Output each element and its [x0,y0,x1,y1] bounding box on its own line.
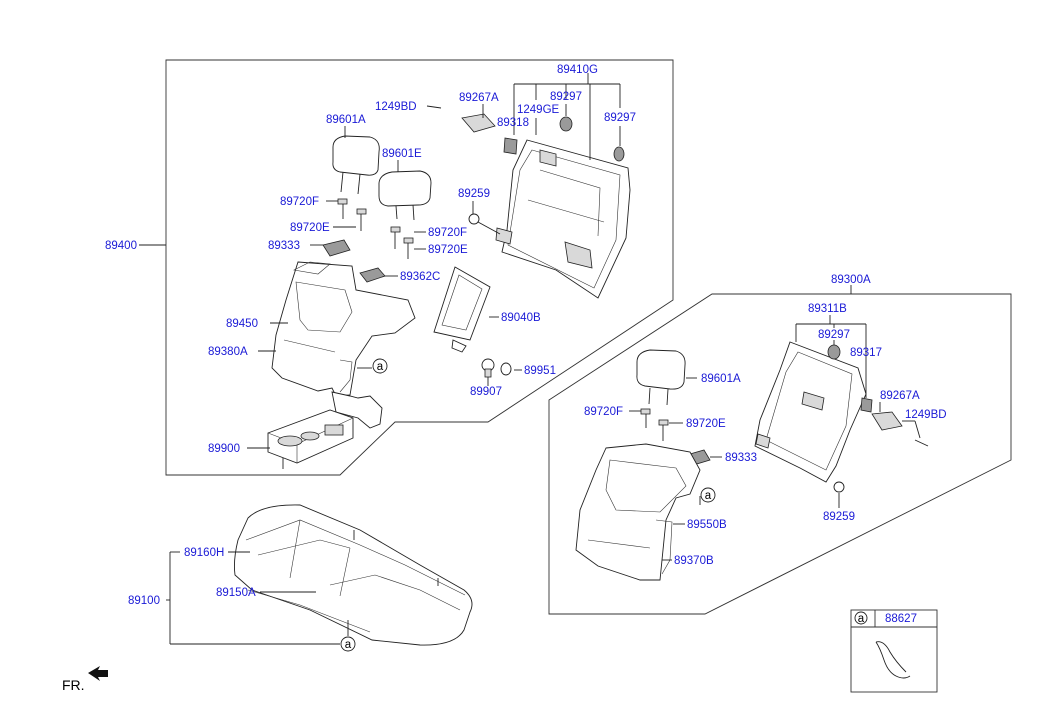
armrest-89900 [267,409,354,469]
seatback-89370b [575,443,701,581]
label-89550b: 89550B [687,519,727,531]
seatback-frame-89410g [495,139,631,299]
ref-marker-a-inset [854,611,868,625]
cap-89259-right [833,481,845,493]
label-89333-right: 89333 [725,452,757,464]
label-89720e-c: 89720E [686,418,726,430]
marker-a-cushion-text: a [345,639,352,651]
label-89297-a: 89297 [550,91,582,103]
cover-89362c [359,267,386,283]
guide-pins-left [337,198,414,259]
bezel-89333-left [322,239,351,257]
headrest-89601a-left [332,135,380,195]
label-89601a-right: 89601A [701,373,741,385]
label-89720f-b: 89720F [428,227,467,239]
label-1249bd-right: 1249BD [905,409,947,421]
right-group-frame [548,293,1012,615]
marker-a-upper-text: a [377,361,384,373]
label-89907: 89907 [470,386,502,398]
ref-marker-a-cushion [340,636,356,652]
headrest-89601e [378,170,432,221]
label-89100: 89100 [128,595,160,607]
bracket-89040b [433,266,491,353]
cap-89259-left [468,213,480,225]
leaders-upper-left [139,73,621,449]
label-89040b: 89040B [501,312,541,324]
wire-88627-b [875,641,907,673]
label-89333-left: 89333 [268,240,300,252]
label-89900: 89900 [208,443,240,455]
label-1249bd-left: 1249BD [375,101,417,113]
label-89317: 89317 [850,347,882,359]
label-89318: 89318 [497,117,529,129]
marker-a-right-text: a [705,490,712,502]
label-89720f-a: 89720F [280,196,319,208]
cover-89267a-right [871,411,903,431]
latch-89318 [503,137,518,155]
fastener-89907 [481,358,495,378]
inset-88627-frame [850,609,938,693]
label-89370b: 89370B [674,555,714,567]
ref-marker-a-right [700,487,716,503]
seatback-frame-89311b [754,341,867,483]
bolt-1249bd-left [426,105,442,109]
label-89450: 89450 [226,318,258,330]
label-89410g: 89410G [557,64,598,76]
label-89951: 89951 [524,365,556,377]
knob-89297-c [827,344,841,360]
label-89150a: 89150A [216,587,256,599]
label-89297-c: 89297 [818,329,850,341]
label-89720e-b: 89720E [428,244,468,256]
label-89720f-c: 89720F [584,406,623,418]
bolt-1249bd-right [914,439,929,447]
label-89160h: 89160H [184,547,224,559]
label-88627: 88627 [885,613,917,625]
label-89601e: 89601E [382,148,422,160]
knob-89297-a [559,116,573,132]
knob-89297-b [613,146,625,162]
label-89720e-a: 89720E [290,222,330,234]
label-89400: 89400 [105,240,137,252]
headrest-89601a-right [636,349,686,406]
cover-89267a-left [461,113,496,133]
front-arrow-icon [88,666,108,681]
ref-marker-a-upper [372,358,388,374]
seatback-89380a [271,261,416,429]
guide-pins-right [640,408,669,441]
label-89380a: 89380A [208,346,248,358]
upper-left-group-frame [165,59,674,476]
label-89259-right: 89259 [823,511,855,523]
leaders-cushion [166,551,349,645]
label-89267a-left: 89267A [459,92,499,104]
label-1249ge: 1249GE [517,104,560,116]
latch-89317 [860,397,873,413]
label-89311b: 89311B [808,303,847,315]
label-89297-b: 89297 [604,112,636,124]
label-89267a-right: 89267A [880,390,920,402]
wire-88627 [875,641,911,679]
leaders-right [629,285,921,561]
label-89362c: 89362C [400,271,440,283]
front-label: FR. [62,677,85,693]
label-89259-left: 89259 [458,188,490,200]
marker-a-inset-text: a [858,613,865,625]
label-89601a-left: 89601A [326,114,366,126]
seat-cushion-89100 [233,504,473,646]
clip-89951 [500,362,512,376]
label-89300a: 89300A [831,274,871,286]
